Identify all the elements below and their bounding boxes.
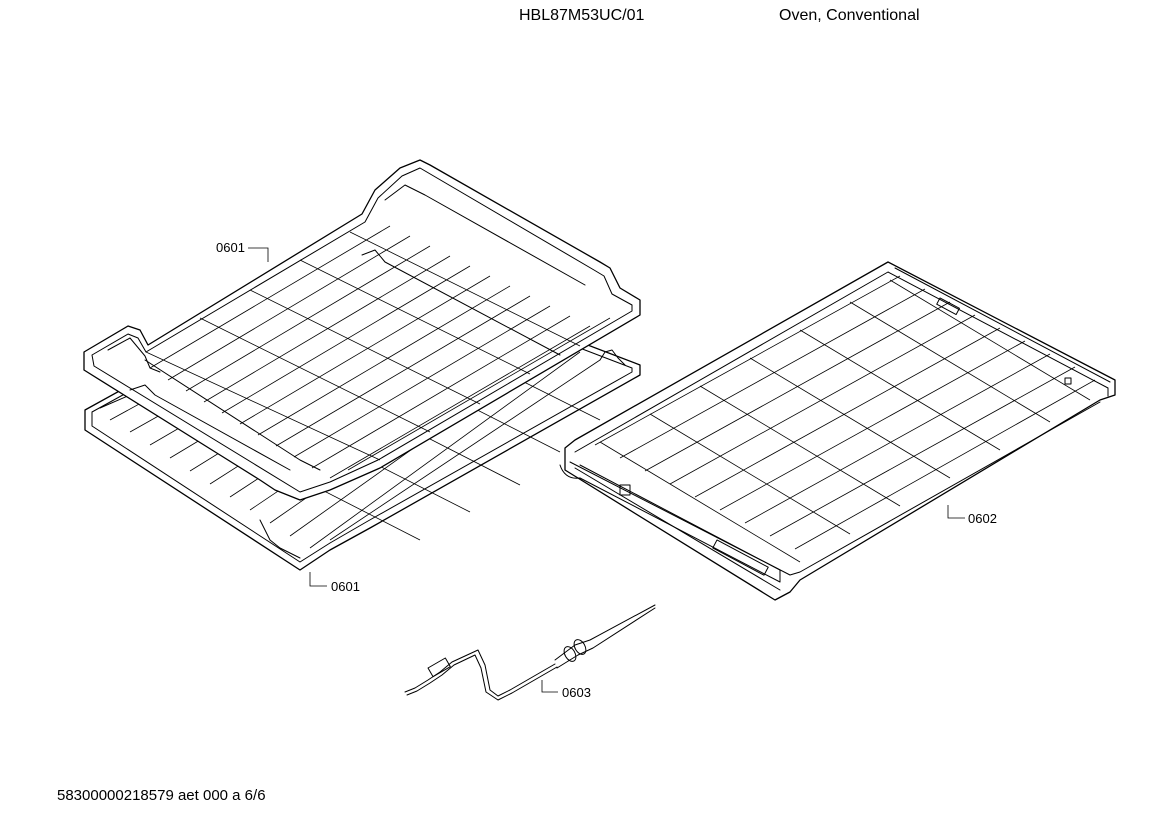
callout-upper-rack: 0601	[216, 240, 269, 262]
model-number: HBL87M53UC/01	[519, 7, 645, 24]
meat-probe[interactable]	[404, 604, 656, 701]
callout-lower-rack: 0601	[309, 572, 360, 594]
callout-label-0601-lower: 0601	[331, 579, 360, 594]
appliance-description: Oven, Conventional	[779, 7, 920, 24]
upper-wire-rack[interactable]	[83, 159, 641, 501]
document-footer-code: 58300000218579 aet 000 a 6/6	[57, 787, 266, 804]
callout-label-0603: 0603	[562, 685, 591, 700]
callout-meat-probe: 0603	[541, 680, 591, 700]
callout-label-0601-upper: 0601	[216, 240, 245, 255]
callout-label-0602: 0602	[968, 511, 997, 526]
telescopic-rack[interactable]	[559, 261, 1116, 601]
callout-telescopic-rack: 0602	[947, 505, 997, 526]
